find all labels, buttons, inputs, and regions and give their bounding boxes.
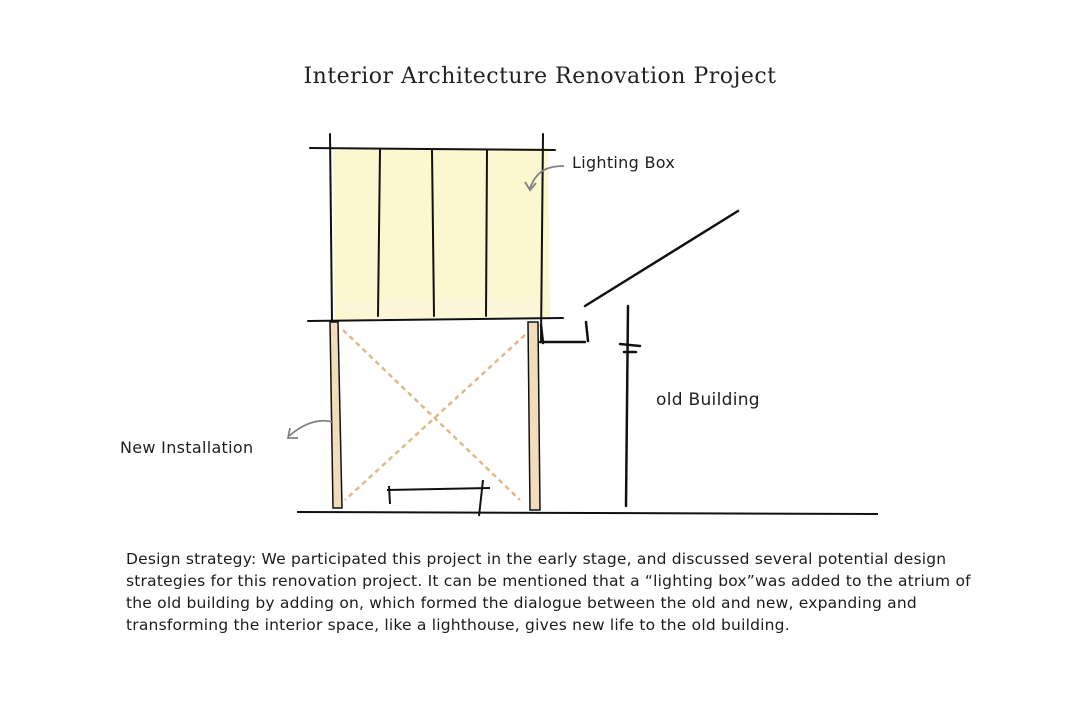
lighting-box-fill	[333, 148, 550, 320]
new-installation-label: New Installation	[120, 438, 254, 457]
left-column	[329, 321, 343, 509]
lighting-box-arrow	[524, 165, 565, 192]
x-bracing	[342, 329, 526, 501]
right-column	[527, 321, 541, 511]
bench	[386, 479, 491, 517]
lighting-box-glow	[338, 296, 545, 322]
new-installation-arrow	[286, 419, 334, 439]
lighting-box-label: Lighting Box	[572, 153, 676, 172]
old-building-label: old Building	[656, 390, 760, 410]
ground-line	[296, 511, 879, 515]
page-title: Interior Architecture Renovation Project	[303, 64, 777, 89]
lighting-box-frame	[307, 133, 564, 341]
old-building-outline	[538, 209, 740, 508]
design-strategy-text: Design strategy: We participated this pr…	[126, 550, 971, 634]
